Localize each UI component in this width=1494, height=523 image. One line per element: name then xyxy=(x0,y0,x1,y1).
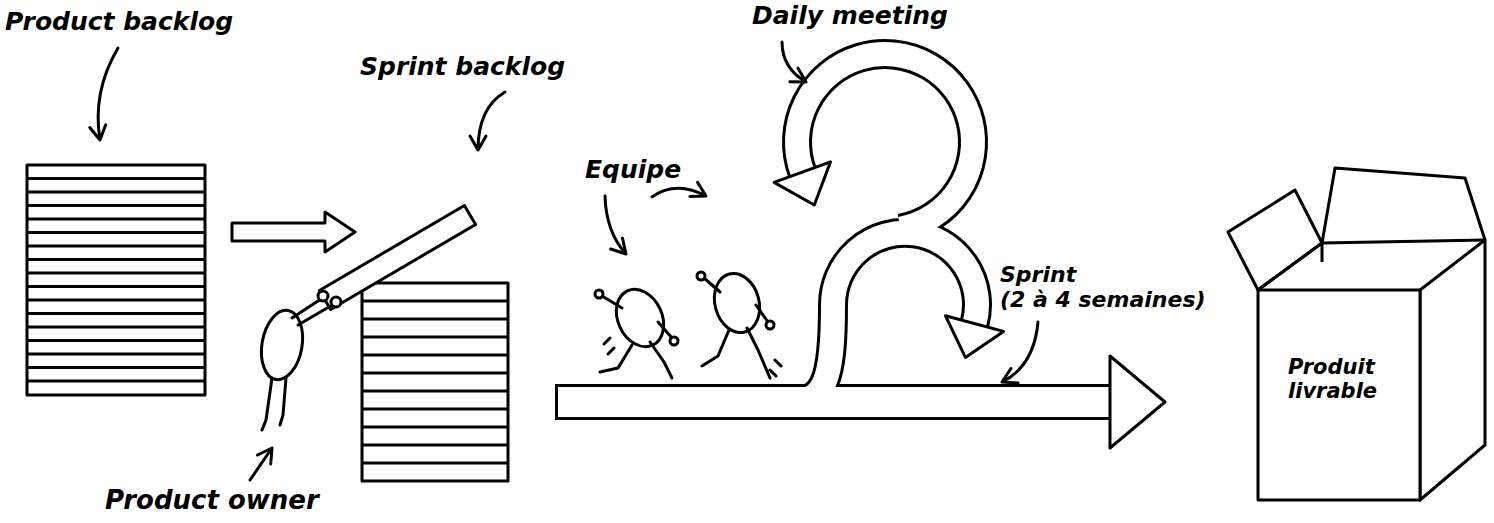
sprint-loop-arrow xyxy=(555,54,1115,402)
team-member-figure xyxy=(595,282,678,378)
product-owner-figure xyxy=(256,291,341,430)
daily-loop-fill xyxy=(797,54,973,229)
figure-body xyxy=(256,307,308,383)
role-label: Product owner xyxy=(105,486,319,516)
daily-loop-head xyxy=(774,162,830,205)
figure-hand xyxy=(595,290,603,298)
figure-hand xyxy=(697,272,705,280)
team-member-figure xyxy=(697,268,781,378)
product-backlog-stack xyxy=(27,165,205,395)
figure-hand xyxy=(670,337,678,345)
sprint-label: Sprint (2 à 4 semaines) xyxy=(1000,262,1262,313)
leader-arrow xyxy=(605,196,626,254)
leader-arrow xyxy=(250,448,272,480)
leader-arrow xyxy=(470,92,505,150)
box-right-face xyxy=(1420,240,1485,500)
figure-hand xyxy=(331,297,341,307)
box-label: Produit livrable xyxy=(1288,355,1410,403)
stack-title: Product backlog xyxy=(5,8,233,37)
figure-limbs xyxy=(600,296,672,378)
leader-arrow xyxy=(782,42,806,82)
figure-limbs xyxy=(702,278,781,378)
main-arrow-head xyxy=(1110,356,1165,448)
figure-body xyxy=(607,282,672,355)
figure-hand xyxy=(766,321,774,329)
main-band-outline xyxy=(555,384,1115,420)
leader-arrow xyxy=(1002,322,1038,383)
sprint-loop-head xyxy=(946,316,1004,358)
event-label: Daily meeting xyxy=(752,2,948,31)
box-front-face xyxy=(1258,290,1420,500)
figure-hand xyxy=(318,291,328,301)
leader-arrow xyxy=(652,182,706,197)
box-back-flap xyxy=(1322,168,1485,243)
cardboard-box xyxy=(1228,168,1485,500)
daily-loop-outline xyxy=(797,54,973,229)
main-band-fill xyxy=(558,387,1115,417)
deliverable-box: Produit livrable xyxy=(1255,165,1487,502)
product-owner-bar xyxy=(319,206,475,310)
sprint-backlog-stack: Sprint backlog xyxy=(362,283,508,481)
sprint-backlog-stack xyxy=(362,283,508,481)
figure-body xyxy=(708,268,766,337)
stack-title: Sprint backlog xyxy=(360,53,565,82)
leader-arrow xyxy=(90,48,118,140)
product-backlog-stack: Product backlog xyxy=(27,165,205,395)
flow-arrow xyxy=(232,212,355,252)
figure-limbs xyxy=(262,299,334,430)
team-label: Equipe xyxy=(585,156,681,185)
box-left-flap xyxy=(1228,190,1322,290)
